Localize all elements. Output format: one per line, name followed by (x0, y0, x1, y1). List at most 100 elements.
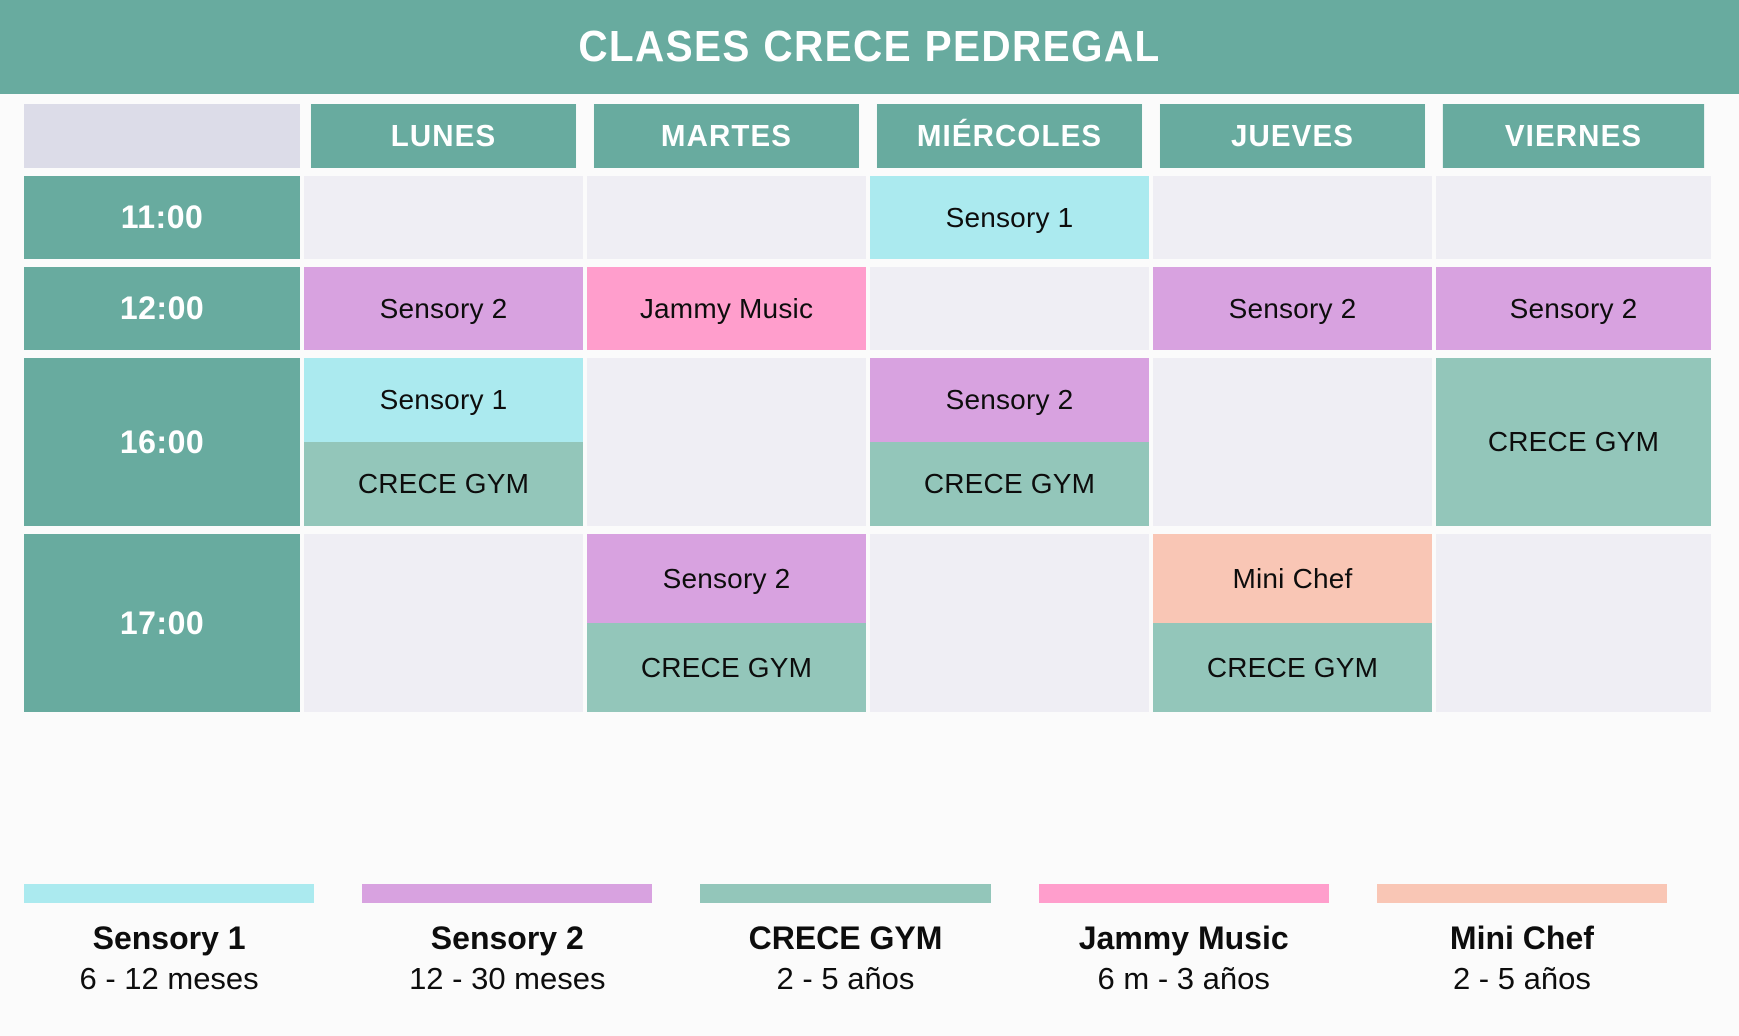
schedule-cell-inner (587, 358, 866, 526)
legend-item: Jammy Music 6 m - 3 años (1038, 884, 1377, 997)
legend-class-name: Sensory 1 (92, 920, 246, 956)
class-block[interactable]: Sensory 2 (1436, 267, 1711, 350)
class-block[interactable]: CRECE GYM (870, 442, 1149, 526)
schedule-cell[interactable]: Sensory 2 (1436, 267, 1715, 358)
class-block[interactable]: Sensory 2 (304, 267, 583, 350)
class-block[interactable]: Jammy Music (587, 267, 866, 350)
day-header-label: LUNES (310, 104, 577, 168)
class-block[interactable]: Mini Chef (1153, 534, 1432, 623)
day-header-martes[interactable]: MARTES (587, 104, 870, 176)
time-label: 11:00 (24, 176, 300, 259)
class-block (1436, 534, 1711, 712)
schedule-cell-inner (1436, 176, 1711, 259)
schedule-cell-inner: CRECE GYM (1436, 358, 1711, 526)
schedule-cell[interactable]: Jammy Music (587, 267, 870, 358)
schedule-cell-inner (1436, 534, 1711, 712)
class-block[interactable]: CRECE GYM (304, 442, 583, 526)
grid-corner-cell (24, 104, 304, 176)
legend-item: CRECE GYM 2 - 5 años (700, 884, 1038, 997)
schedule-cell (304, 176, 587, 267)
class-block (870, 267, 1149, 350)
schedule-cell (1436, 176, 1715, 267)
schedule-cell-inner (870, 267, 1149, 350)
time-label-cell: 11:00 (24, 176, 304, 267)
time-label-cell: 16:00 (24, 358, 304, 534)
legend-item: Sensory 1 6 - 12 meses (24, 884, 362, 997)
schedule-cell[interactable]: Sensory 1 (870, 176, 1153, 267)
legend-swatch (700, 884, 991, 903)
time-label: 16:00 (24, 358, 300, 526)
legend-class-name: Jammy Music (1078, 920, 1289, 956)
title-banner: CLASES CRECE PEDREGAL (0, 0, 1739, 94)
schedule-cell-inner: Sensory 2 (304, 267, 583, 350)
day-header-label: JUEVES (1159, 104, 1426, 168)
schedule-cell (870, 267, 1153, 358)
schedule-cell (304, 534, 587, 720)
class-block[interactable]: CRECE GYM (587, 623, 866, 712)
schedule-cell-inner: Sensory 1 (870, 176, 1149, 259)
class-block[interactable]: Sensory 2 (870, 358, 1149, 442)
schedule-cell-inner: Jammy Music (587, 267, 866, 350)
schedule-cell[interactable]: Sensory 2 (304, 267, 587, 358)
class-block (1153, 176, 1432, 259)
grid-corner-inner (24, 104, 300, 168)
legend-class-name: CRECE GYM (748, 920, 943, 956)
legend-age-range: 6 - 12 meses (79, 961, 259, 996)
legend-age-range: 2 - 5 años (776, 961, 915, 996)
legend-class-name: Mini Chef (1449, 920, 1594, 956)
class-block (304, 534, 583, 712)
schedule-cell[interactable]: Sensory 2 (1153, 267, 1436, 358)
legend-item: Mini Chef 2 - 5 años (1376, 884, 1715, 997)
schedule-cell (1153, 358, 1436, 534)
day-header-mircoles[interactable]: MIÉRCOLES (870, 104, 1153, 176)
time-label: 17:00 (24, 534, 300, 712)
schedule-cell (1436, 534, 1715, 720)
legend-class-name: Sensory 2 (430, 920, 584, 956)
day-header-label: MIÉRCOLES (876, 104, 1143, 168)
day-header-jueves[interactable]: JUEVES (1153, 104, 1436, 176)
day-header-lunes[interactable]: LUNES (304, 104, 587, 176)
schedule-cell (870, 534, 1153, 720)
day-header-viernes[interactable]: VIERNES (1436, 104, 1715, 176)
class-block[interactable]: Sensory 1 (870, 176, 1149, 259)
legend-swatch (24, 884, 315, 903)
schedule-cell (587, 176, 870, 267)
class-block[interactable]: CRECE GYM (1436, 358, 1711, 526)
class-block (587, 358, 866, 526)
class-block[interactable]: Sensory 1 (304, 358, 583, 442)
schedule-cell-inner (1153, 176, 1432, 259)
legend-swatch (1376, 884, 1667, 903)
day-header-label: VIERNES (1442, 104, 1705, 168)
legend-age-range: 6 m - 3 años (1097, 961, 1270, 996)
class-block[interactable]: Sensory 2 (587, 534, 866, 623)
legend-age-range: 2 - 5 años (1452, 961, 1591, 996)
time-label-cell: 17:00 (24, 534, 304, 720)
schedule-cell-inner (304, 534, 583, 712)
schedule-cell (1153, 176, 1436, 267)
page-title: CLASES CRECE PEDREGAL (578, 22, 1161, 71)
legend-swatch (1038, 884, 1329, 903)
class-block[interactable]: CRECE GYM (1153, 623, 1432, 712)
schedule-cell-inner (870, 534, 1149, 712)
class-block[interactable]: Sensory 2 (1153, 267, 1432, 350)
legend-swatch (362, 884, 653, 903)
day-header-label: MARTES (593, 104, 860, 168)
schedule-cell-inner (587, 176, 866, 259)
class-block (870, 534, 1149, 712)
schedule-cell[interactable]: CRECE GYM (1436, 358, 1715, 534)
schedule-cell-inner: Sensory 2 (1436, 267, 1711, 350)
time-label: 12:00 (24, 267, 300, 350)
class-block (587, 176, 866, 259)
